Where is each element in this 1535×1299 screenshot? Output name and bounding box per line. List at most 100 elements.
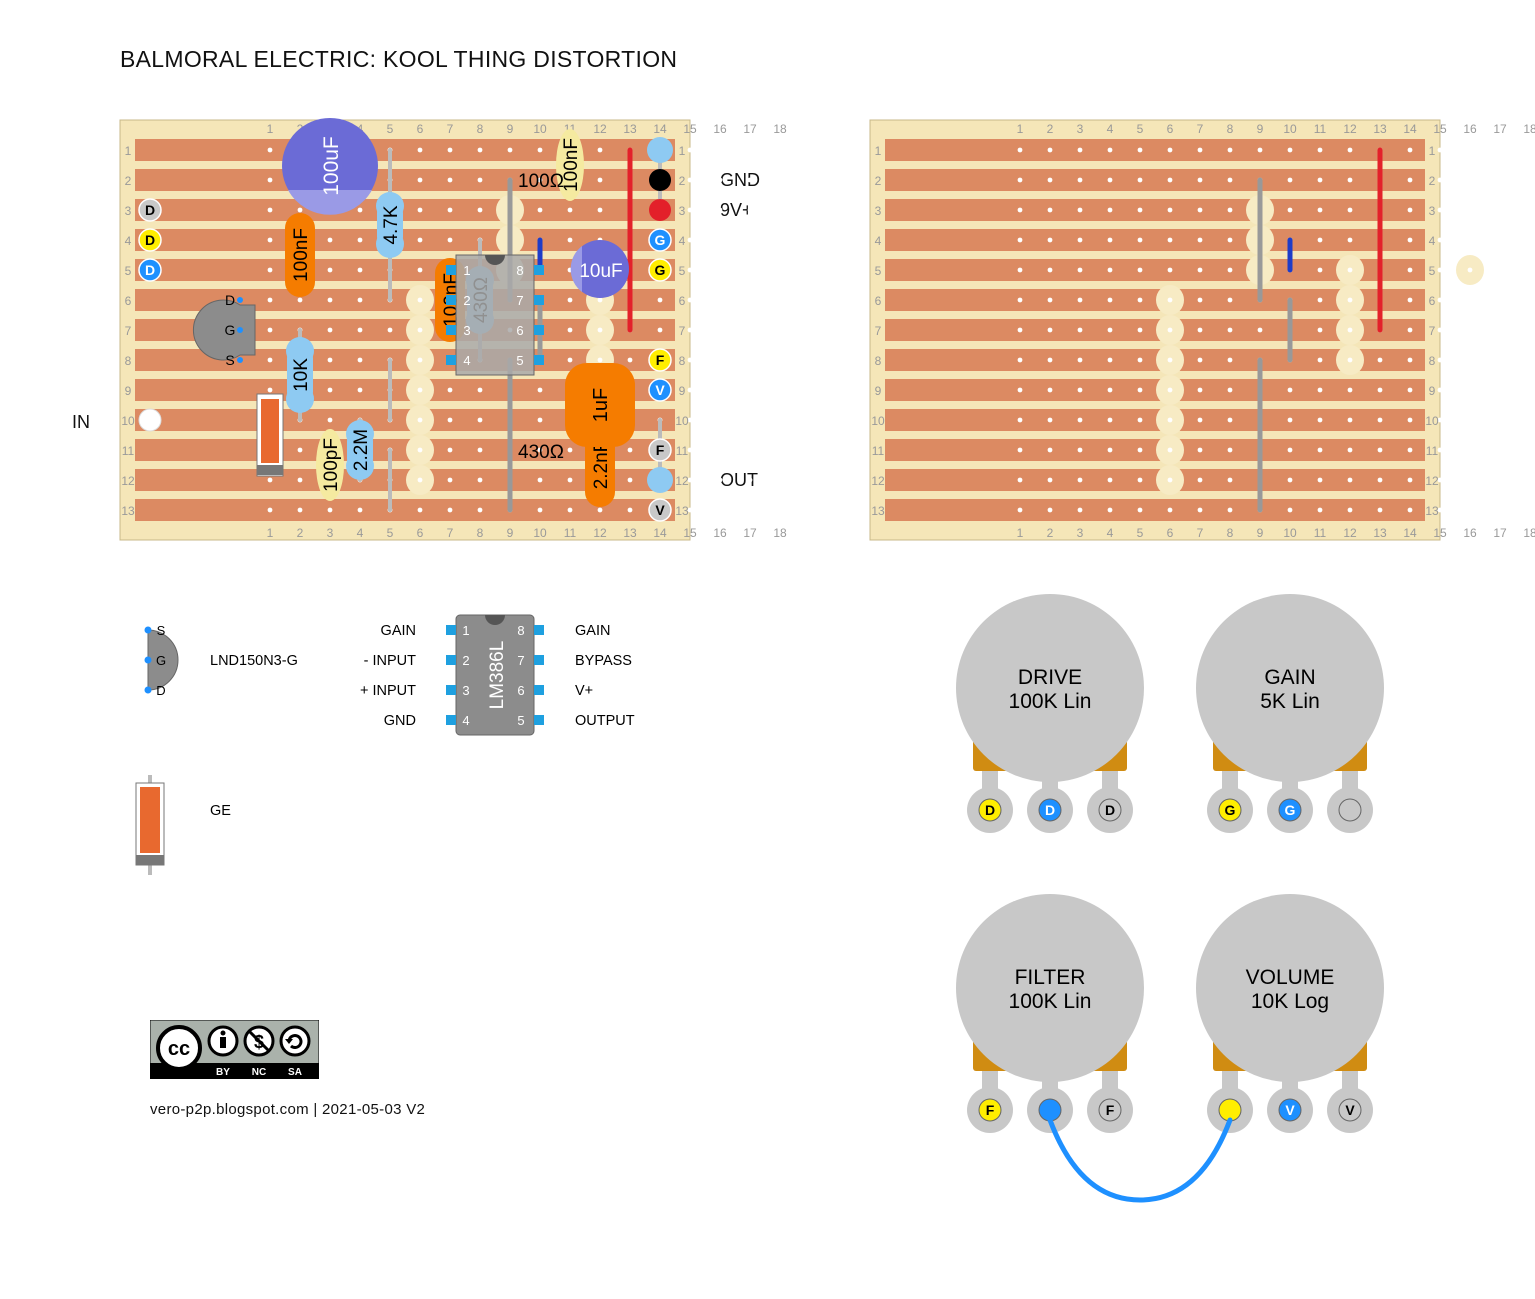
track-cut	[496, 255, 524, 285]
volume-lug-1	[1218, 1098, 1242, 1122]
board-hole	[327, 357, 333, 363]
board-hole	[537, 417, 543, 423]
board-hole	[1167, 297, 1173, 303]
board-hole	[1497, 267, 1503, 273]
row-number: 5	[125, 264, 132, 278]
board-hole	[1257, 387, 1263, 393]
board-hole	[267, 177, 273, 183]
ic-pin-pad	[534, 325, 544, 335]
board-hole	[567, 267, 573, 273]
board-hole	[507, 417, 513, 423]
board-hole	[1317, 207, 1323, 213]
row-number: 9	[679, 384, 686, 398]
track-cut	[406, 285, 434, 315]
pot-bracket	[973, 1033, 1127, 1071]
jfet-lead	[237, 357, 243, 363]
legend-ic-pin	[534, 685, 544, 695]
pot-name: GAIN	[1264, 666, 1315, 689]
board-hole	[597, 297, 603, 303]
board-hole	[1077, 387, 1083, 393]
board-hole	[1077, 417, 1083, 423]
column-number: 14	[653, 122, 667, 136]
pad-filter-1	[648, 348, 672, 372]
board-hole	[267, 207, 273, 213]
board-hole	[1257, 477, 1263, 483]
board-hole	[1137, 327, 1143, 333]
row-number: 3	[679, 204, 686, 218]
board-hole	[267, 447, 273, 453]
board-hole	[1137, 507, 1143, 513]
track-cut	[406, 375, 434, 405]
board-hole	[1197, 357, 1203, 363]
board-hole	[1527, 327, 1533, 333]
column-number: 12	[1343, 526, 1357, 540]
pot-lug	[1207, 1087, 1253, 1133]
board-hole	[747, 507, 753, 513]
board-hole	[1257, 147, 1263, 153]
column-number: 18	[1523, 526, 1535, 540]
cap-100nf-left-label: 100nF	[291, 228, 312, 282]
board-hole	[1047, 357, 1053, 363]
board-hole	[1467, 357, 1473, 363]
board-hole	[1197, 237, 1203, 243]
cap-2n2	[585, 423, 615, 507]
board-hole	[1167, 417, 1173, 423]
board-hole	[1197, 147, 1203, 153]
track-cut	[406, 435, 434, 465]
row-number: 7	[125, 324, 132, 338]
pot-lug-stem	[1042, 1063, 1058, 1093]
column-number: 15	[683, 526, 697, 540]
board-hole	[1257, 327, 1263, 333]
column-number: 4	[357, 122, 364, 136]
board-hole	[1167, 237, 1173, 243]
board-hole	[1227, 477, 1233, 483]
board-hole	[1197, 267, 1203, 273]
copper-strip	[885, 499, 1425, 521]
volume-lug-3-label: V	[1345, 1102, 1355, 1118]
board-hole	[1347, 417, 1353, 423]
board-hole	[627, 477, 633, 483]
legend-ic-right-label: BYPASS	[575, 653, 632, 669]
board-hole	[1227, 507, 1233, 513]
board-hole	[1047, 387, 1053, 393]
board-hole	[507, 477, 513, 483]
board-hole	[507, 237, 513, 243]
board-hole	[537, 177, 543, 183]
row-number: 10	[1425, 414, 1439, 428]
cap-2n2-label: 2.2nF	[591, 441, 612, 490]
board-hole	[627, 387, 633, 393]
board-hole	[1437, 237, 1443, 243]
column-number: 13	[623, 526, 637, 540]
pad-gain-1-label: G	[655, 262, 666, 278]
board-hole	[1227, 177, 1233, 183]
board-hole	[1257, 447, 1263, 453]
legend-diode	[135, 782, 165, 866]
board-hole	[1017, 297, 1023, 303]
board-hole	[537, 297, 543, 303]
board-hole	[1167, 447, 1173, 453]
resistor-4k7	[377, 200, 403, 250]
board-hole	[1407, 207, 1413, 213]
board-hole	[1407, 327, 1413, 333]
copper-strip	[135, 139, 675, 161]
row-number: 8	[125, 354, 132, 368]
resistor-430-top-end	[466, 266, 494, 294]
track-cut	[1456, 255, 1484, 285]
board-hole	[447, 447, 453, 453]
column-number: 13	[623, 122, 637, 136]
board-hole	[267, 147, 273, 153]
pad-9v	[649, 199, 671, 221]
pot-lug-stem	[1342, 763, 1358, 793]
board-hole	[747, 297, 753, 303]
column-number: 7	[447, 122, 454, 136]
resistor-430-bot	[647, 467, 673, 493]
board-hole	[1137, 387, 1143, 393]
copper-strip	[135, 259, 675, 281]
column-number: 12	[593, 122, 607, 136]
board-hole	[567, 477, 573, 483]
board-hole	[1437, 147, 1443, 153]
board-hole	[597, 297, 603, 303]
board-hole	[747, 447, 753, 453]
board-hole	[417, 237, 423, 243]
